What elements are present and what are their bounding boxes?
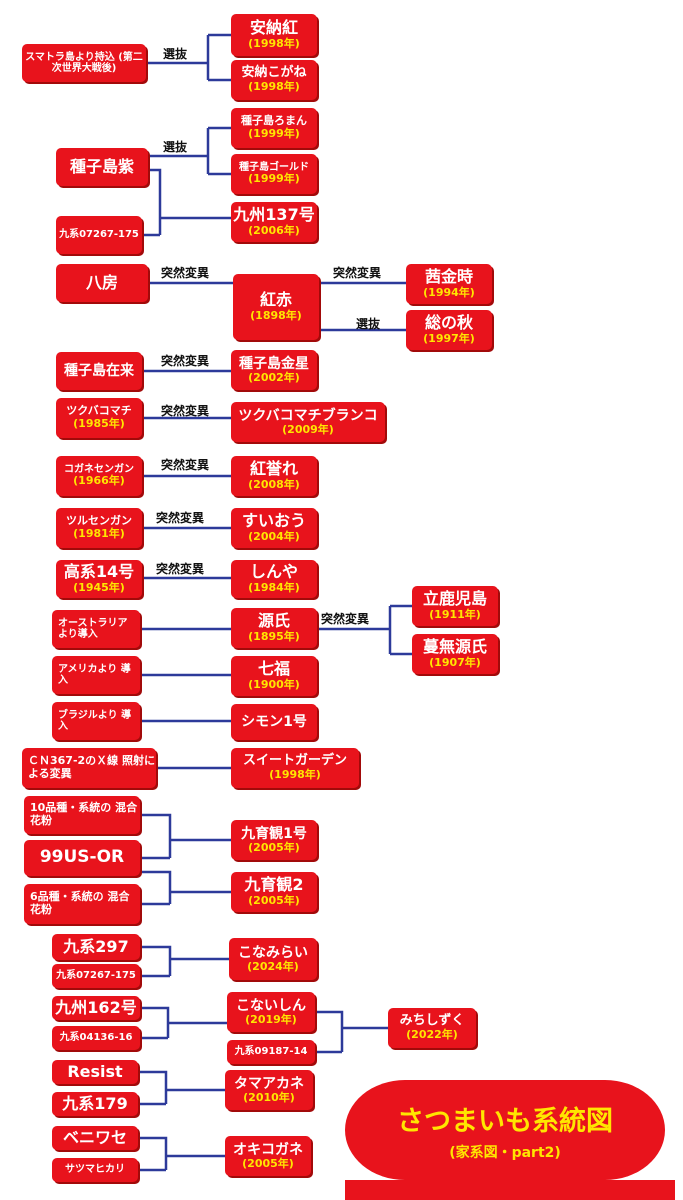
node-99us: 99US-OR: [24, 840, 140, 876]
node-simon1: シモン1号: [231, 704, 317, 740]
node-genji: 源氏(1895年): [231, 608, 317, 648]
node-shichifuku: 七福(1900年): [231, 656, 317, 696]
label-mutation-genji: 突然変異: [321, 612, 370, 626]
connector-line-5: [319, 281, 406, 332]
label-selection-1: 選抜: [163, 47, 188, 61]
node-hachifusa: 八房: [56, 264, 148, 302]
label-mutation-benihomare: 突然変異: [161, 458, 210, 472]
label-mutation-kinboshi: 突然変異: [161, 354, 210, 368]
node-okikogane: オキコガネ(2005年): [225, 1136, 311, 1176]
connector-line-20: [315, 1010, 388, 1054]
connector-line-17: [140, 870, 231, 906]
label-mutation-blanco: 突然変異: [161, 404, 210, 418]
node-tsukubakomachi-blanco: ツクバコマチブランコ(2009年): [231, 402, 385, 442]
node-australia: オーストラリア より導入: [52, 610, 140, 648]
node-annokogane: 安納こがね(1998年): [231, 60, 317, 100]
node-q297: 九系297: [52, 934, 140, 960]
connector-line-12: [317, 604, 412, 656]
node-konaishin: こないしん(2019年): [227, 992, 315, 1032]
node-tamaakane: タマアカネ(2010年): [225, 1070, 313, 1110]
node-tanegashima-roman: 種子島ろまん(1999年): [231, 108, 317, 148]
node-kyuikukan2: 九育観2(2005年): [231, 872, 317, 912]
node-cn367: ＣＮ367-2のＸ線 照射による変異: [22, 748, 156, 788]
node-koganesengan: コガネセンガン(1966年): [56, 456, 142, 496]
node-mix6: 6品種・系統の 混合花粉: [24, 884, 140, 924]
node-michishizuku: みちしずく(2022年): [388, 1008, 476, 1048]
connector-line-1: [146, 33, 231, 82]
node-tachikagoshima: 立鹿児島(1911年): [412, 586, 498, 626]
node-q04136: 九系04136-16: [52, 1026, 140, 1050]
node-kokei14: 高系14号(1945年): [56, 560, 142, 598]
node-q09187: 九系09187-14: [227, 1040, 315, 1064]
connector-line-16: [140, 813, 231, 860]
node-kyushu162: 九州162号: [52, 996, 140, 1020]
node-q179: 九系179: [52, 1092, 138, 1116]
node-kyuikukan1: 九育観1号(2005年): [231, 820, 317, 860]
node-tsukubakomachi: ツクバコマチ(1985年): [56, 398, 142, 438]
connector-line-22: [138, 1136, 225, 1172]
label-mutation-akanetoki: 突然変異: [333, 266, 382, 280]
connector-line-19: [140, 1006, 227, 1040]
node-tanegashima-zairai: 種子島在来: [56, 352, 142, 390]
node-america: アメリカより 導入: [52, 656, 140, 694]
node-q07267b: 九系07267-175: [52, 964, 140, 988]
title-banner: さつまいも系統図 (家系図・part2): [345, 1080, 665, 1180]
page-title: さつまいも系統図: [397, 1105, 613, 1137]
label-mutation-suiou: 突然変異: [156, 511, 205, 525]
connector-line-3: [142, 168, 231, 237]
node-tanegashima-gold: 種子島ゴールド(1999年): [231, 154, 317, 194]
node-shinya: しんや(1984年): [231, 560, 317, 598]
node-akanetoki: 茜金時(1994年): [406, 264, 492, 304]
node-benihomare: 紅誉れ(2008年): [231, 456, 317, 496]
node-kyushu137: 九州137号(2006年): [231, 202, 317, 242]
node-mix10: 10品種・系統の 混合花粉: [24, 796, 140, 834]
node-brazil: ブラジルより 導入: [52, 702, 140, 740]
node-satsumahikari: サツマヒカリ: [52, 1158, 138, 1182]
node-annobeni: 安納紅(1998年): [231, 14, 317, 56]
label-selection-sounoaki: 選抜: [356, 317, 381, 331]
connector-line-2: [148, 126, 231, 176]
node-beniwase: ベニワセ: [52, 1126, 138, 1150]
node-sumatra: スマトラ島より持込 (第二次世界大戦後): [22, 44, 146, 82]
node-resist: Resist: [52, 1060, 138, 1084]
node-sweetgarden: スイートガーデン(1998年): [231, 748, 359, 788]
label-mutation-shinya: 突然変異: [156, 562, 205, 576]
node-suiou: すいおう(2004年): [231, 508, 317, 548]
page-subtitle: (家系図・part2): [449, 1144, 561, 1161]
title-underline-bar: [345, 1180, 675, 1200]
label-mutation-hachifusa: 突然変異: [161, 266, 210, 280]
node-tanegashima-murasaki: 種子島紫: [56, 148, 148, 186]
node-tsurusengan: ツルセンガン(1981年): [56, 508, 142, 548]
connector-line-21: [138, 1070, 225, 1106]
node-benisekki: 紅赤(1898年): [233, 274, 319, 340]
node-tanegashima-kinboshi: 種子島金星(2002年): [231, 350, 317, 390]
node-q07267: 九系07267-175: [56, 216, 142, 254]
node-konamirai: こなみらい(2024年): [229, 938, 317, 980]
label-selection-2: 選抜: [163, 140, 188, 154]
node-sounoaki: 総の秋(1997年): [406, 310, 492, 350]
node-tsurunashigenji: 蔓無源氏(1907年): [412, 634, 498, 674]
connector-line-18: [140, 945, 229, 978]
